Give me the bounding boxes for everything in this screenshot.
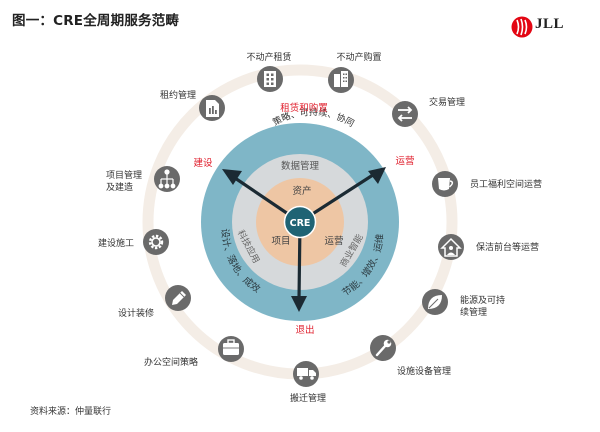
service-label: 办公空间策略 xyxy=(144,356,198,368)
phase-label-top: 租赁和购置 xyxy=(280,102,328,114)
service-node-project-management: 项目管理及建造 xyxy=(106,166,180,193)
source-note: 资料来源：仲量联行 xyxy=(30,407,112,417)
phase-label-left: 建设 xyxy=(193,157,213,169)
service-label: 交易管理 xyxy=(429,96,465,108)
service-label: 不动产购置 xyxy=(336,51,381,63)
service-node-real-estate-acquisition: 不动产购置 xyxy=(328,51,382,93)
page-title: 图一：CRE全周期服务范畴 xyxy=(12,13,180,29)
service-label: 不动产租赁 xyxy=(246,51,291,63)
leaf-icon xyxy=(428,295,442,309)
gear-icon xyxy=(148,234,164,250)
service-node-office-space-strategy: 办公空间策略 xyxy=(144,336,244,368)
service-node-transaction-management: 交易管理 xyxy=(392,96,465,127)
service-node-energy-sustainability: 能源及可持续管理 xyxy=(422,289,505,318)
brand-name: JLL xyxy=(535,16,565,32)
inner-label-left: 项目 xyxy=(271,236,290,247)
service-label: 保洁前台等运营 xyxy=(476,241,539,253)
service-label: 项目管理及建造 xyxy=(106,169,142,193)
phase-label-bottom: 退出 xyxy=(295,324,314,336)
inner-label-right: 运营 xyxy=(324,235,343,247)
document-icon xyxy=(206,100,219,117)
service-node-employee-welfare: 员工福利空间运营 xyxy=(432,171,542,197)
service-label: 设施设备管理 xyxy=(397,365,451,377)
coffee-cup-icon xyxy=(438,178,454,191)
service-label: 搬迁管理 xyxy=(290,392,326,404)
service-node-real-estate-leasing: 不动产租赁 xyxy=(246,51,292,92)
hierarchy-icon xyxy=(158,169,176,189)
service-label: 租约管理 xyxy=(160,89,196,101)
service-node-cleaning-reception: 保洁前台等运营 xyxy=(438,234,539,260)
briefcase-icon xyxy=(223,339,239,355)
service-node-relocation: 搬迁管理 xyxy=(290,361,326,404)
house-person-icon xyxy=(440,237,462,257)
service-label: 设计装修 xyxy=(118,307,154,319)
truck-icon xyxy=(297,368,316,380)
buildings-icon xyxy=(334,71,348,87)
wrench-icon xyxy=(375,339,392,357)
service-label: 员工福利空间运营 xyxy=(470,178,542,190)
service-node-facility-equipment: 设施设备管理 xyxy=(370,335,451,377)
service-node-construction: 建设施工 xyxy=(98,229,169,255)
phase-label-right: 运营 xyxy=(395,155,414,167)
service-label: 能源及可持续管理 xyxy=(460,294,505,318)
jll-logo xyxy=(511,16,533,38)
pencil-icon xyxy=(172,291,186,305)
core-circle xyxy=(283,205,317,239)
core-label: CRE xyxy=(290,218,311,229)
service-node-design-renovation: 设计装修 xyxy=(118,285,191,319)
service-node-lease-management: 租约管理 xyxy=(160,89,225,121)
inner-label-top: 资产 xyxy=(292,185,311,197)
building-icon xyxy=(264,71,276,87)
service-label: 建设施工 xyxy=(98,237,134,249)
exchange-icon xyxy=(397,106,413,122)
ring-title-top: 数据管理 xyxy=(281,160,320,172)
